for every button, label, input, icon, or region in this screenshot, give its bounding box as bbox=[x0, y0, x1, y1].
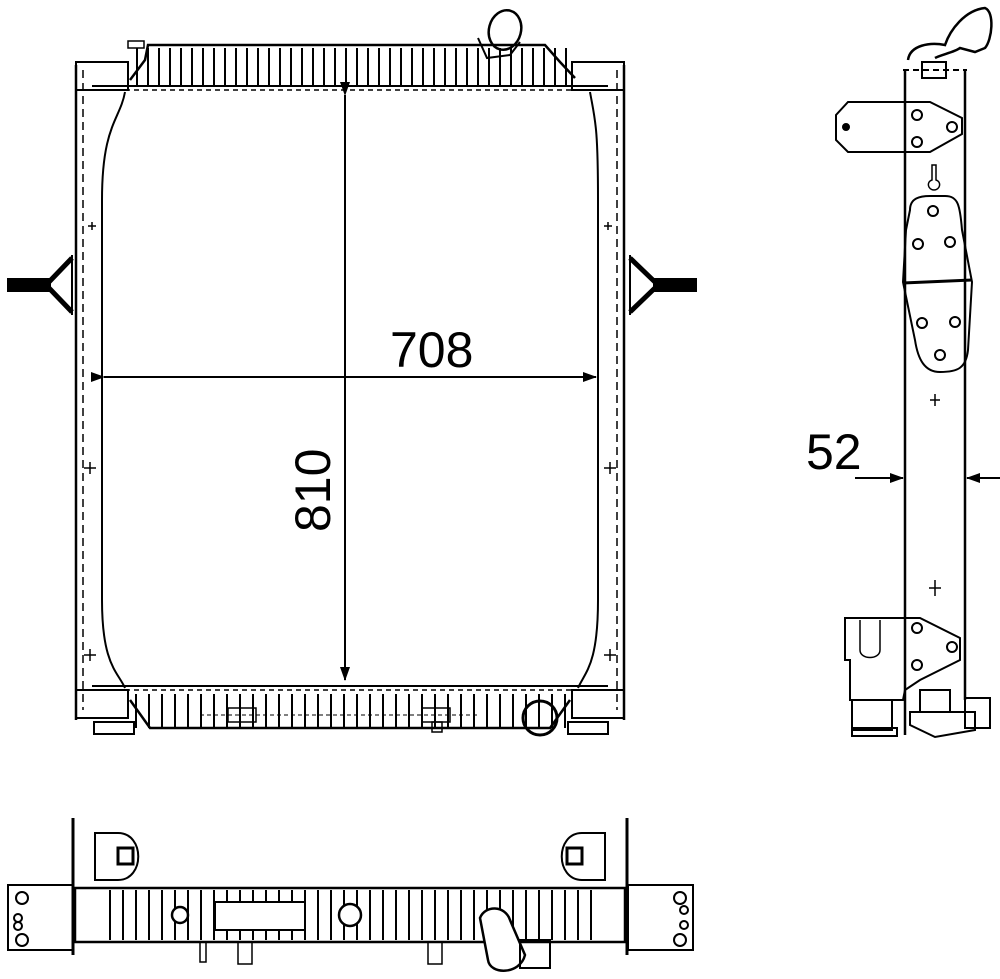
front-view bbox=[7, 8, 697, 737]
side-view bbox=[835, 6, 993, 739]
left-mount-bracket bbox=[7, 255, 74, 315]
bottom-tank bbox=[75, 685, 625, 735]
height-dimension-label: 810 bbox=[285, 449, 341, 532]
center-marks bbox=[84, 222, 616, 661]
filler-neck bbox=[477, 8, 523, 60]
side-filler-neck bbox=[906, 6, 993, 61]
depth-dimension-label: 52 bbox=[806, 424, 862, 480]
height-dimension: 810 bbox=[285, 82, 350, 681]
top-tank bbox=[75, 40, 625, 91]
width-dimension: 708 bbox=[91, 322, 597, 382]
side-lower-bracket bbox=[844, 617, 961, 701]
side-middle-plate bbox=[901, 195, 974, 374]
depth-dimension: 52 bbox=[806, 424, 1000, 483]
width-dimension-label: 708 bbox=[390, 322, 473, 378]
right-mount-bracket bbox=[628, 255, 697, 315]
side-upper-bracket bbox=[835, 101, 963, 153]
outlet-pipe bbox=[521, 699, 559, 737]
top-view bbox=[7, 818, 694, 972]
